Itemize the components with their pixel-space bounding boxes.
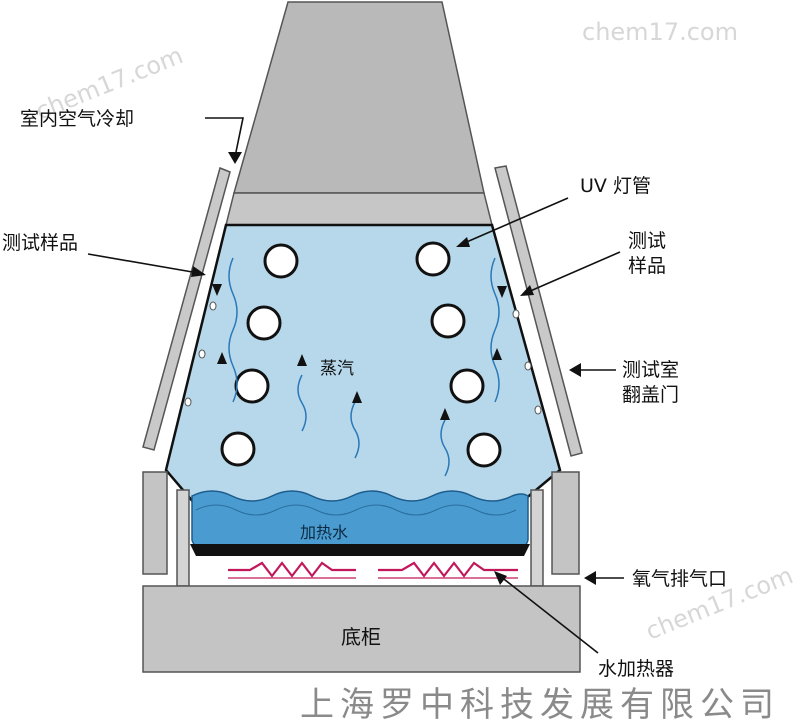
uv-lamp xyxy=(263,243,299,279)
water-pan-base xyxy=(190,544,530,556)
left-door-panel xyxy=(142,166,231,451)
arrowhead xyxy=(494,571,507,585)
uv-lamp xyxy=(415,241,451,277)
uv-lamp xyxy=(466,432,502,468)
oxygen-vent-label: 氧气排气口 xyxy=(632,568,727,590)
steam-arrow-up xyxy=(217,352,227,364)
droplet xyxy=(184,397,192,407)
chamber-door-label-line2: 翻盖门 xyxy=(622,384,679,406)
steam-wisp xyxy=(350,401,360,459)
right-inner-post xyxy=(530,489,544,587)
steam-arrow-up xyxy=(297,354,307,366)
test-sample-right-label-line1: 测试 xyxy=(628,230,666,252)
leader-uv-lamp xyxy=(461,197,569,245)
uv-lamps xyxy=(220,241,502,468)
steam-wisps xyxy=(228,257,500,477)
arrowhead xyxy=(191,266,206,277)
water-heater-coil-left xyxy=(228,561,356,578)
water-heater-label: 水加热器 xyxy=(598,658,674,680)
droplet xyxy=(534,405,542,415)
leader-water-heater xyxy=(499,575,599,654)
water-wave-line xyxy=(195,504,517,516)
leader-test-sample-left xyxy=(87,253,205,275)
steam-label: 蒸汽 xyxy=(320,359,354,379)
steam-arrows xyxy=(212,152,507,420)
droplet xyxy=(512,309,520,319)
heated-water-pool xyxy=(191,490,529,549)
arrowhead xyxy=(584,571,596,585)
right-door-panel xyxy=(494,165,583,457)
uv-lamp xyxy=(449,368,485,404)
indoor-air-arrow-down xyxy=(228,152,242,164)
arrowhead xyxy=(569,363,581,377)
indoor-air-cooling-label: 室内空气冷却 xyxy=(20,108,134,130)
water-heater-coil-right xyxy=(378,561,518,578)
housing-collar xyxy=(225,192,493,226)
uv-lamp xyxy=(246,305,282,341)
uv-lamp xyxy=(430,303,466,339)
right-lower-wall xyxy=(551,471,580,575)
watermark-top-right: chem17.com xyxy=(582,18,738,46)
arrowhead xyxy=(520,285,534,296)
arrowhead xyxy=(456,237,470,247)
steam-arrow-up xyxy=(440,408,450,420)
left-lower-wall xyxy=(142,471,168,575)
test-sample-right-label-line2: 样品 xyxy=(628,255,666,277)
droplet xyxy=(198,349,206,359)
test-chamber xyxy=(164,223,562,512)
steam-wisp xyxy=(297,374,307,432)
droplet xyxy=(209,301,217,311)
uv-lamp-label: UV 灯管 xyxy=(580,175,651,197)
leader-arrowheads xyxy=(191,237,596,585)
steam-arrow-up xyxy=(492,348,502,360)
leader-test-sample-right xyxy=(527,251,621,293)
test-sample-left-label: 测试样品 xyxy=(2,232,78,254)
heated-water-label: 加热水 xyxy=(300,523,348,542)
steam-arrow-up xyxy=(352,391,362,403)
top-housing xyxy=(233,1,485,194)
company-name: 上海罗中科技发展有限公司 xyxy=(300,685,780,725)
leader-indoor-air xyxy=(205,117,244,153)
steam-wisp xyxy=(228,257,238,403)
condensate-arrow-down xyxy=(497,286,507,298)
uv-lamp xyxy=(234,368,270,404)
condensation-droplets xyxy=(184,301,542,415)
steam-wisp xyxy=(440,419,450,477)
base-cabinet-label: 底柜 xyxy=(341,625,381,649)
left-inner-post xyxy=(176,489,190,587)
uv-lamp xyxy=(220,431,256,467)
chamber-door-label-line1: 测试室 xyxy=(622,359,679,381)
steam-wisp xyxy=(490,257,500,403)
droplet xyxy=(524,361,532,371)
base-cabinet xyxy=(142,585,581,673)
condensate-arrow-down xyxy=(212,284,222,296)
